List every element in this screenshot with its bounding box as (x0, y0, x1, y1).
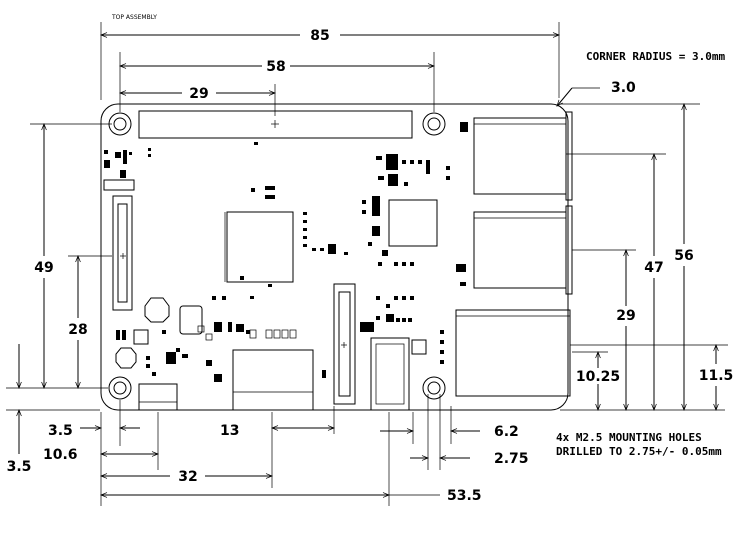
dim-label-corner-radius: 3.0 (611, 80, 636, 96)
dim-label-85: 85 (310, 28, 329, 44)
dim-overall-height: 56 (560, 103, 725, 411)
dim-label-28: 28 (68, 322, 87, 338)
dim-hole-offset-bottom: 3.5 (6, 344, 108, 475)
usb-port-upper (473, 111, 573, 201)
note-mounting-line1: 4x M2.5 MOUNTING HOLES (556, 431, 702, 444)
inductor-upper (144, 297, 170, 323)
inductor-lower (115, 347, 137, 369)
dim-label-47: 47 (644, 260, 663, 276)
dim-label-10-25: 10.25 (576, 369, 620, 385)
dim-label-11-5: 11.5 (699, 368, 734, 384)
dim-label-3-5-left: 3.5 (48, 423, 73, 439)
dim-corner-radius: 3.0 CORNER RADIUS = 3.0mm (556, 50, 725, 107)
usb-port-lower (473, 205, 573, 295)
dim-audio-width: 6.2 (380, 406, 519, 444)
dim-board-hole-height: 49 (30, 123, 112, 389)
dim-dsi-height: 28 (68, 255, 112, 389)
led-row (197, 325, 297, 341)
dim-label-56: 56 (674, 248, 693, 264)
audio-jack-component (411, 339, 427, 355)
usb-power-ic (103, 179, 135, 191)
dim-hole-diameter: 2.75 (410, 394, 529, 470)
note-corner-radius: CORNER RADIUS = 3.0mm (586, 50, 725, 63)
capacitor-block (179, 305, 203, 335)
dsi-connector (112, 195, 133, 311)
dim-audio-center: 53.5 (100, 412, 482, 506)
mounting-hole-top-right (422, 112, 446, 136)
dim-label-29-gpio: 29 (189, 86, 208, 102)
hdmi-connector (232, 349, 314, 411)
dim-audio-height: 10.25 (572, 351, 620, 411)
dim-power-usb: 10.6 (43, 412, 159, 470)
soc-chip (224, 211, 294, 283)
lan-chip (388, 199, 438, 247)
dim-label-10-6: 10.6 (43, 447, 78, 463)
dim-hole-spacing: 58 (119, 52, 435, 112)
dim-label-49: 49 (34, 260, 53, 276)
dim-label-6-2: 6.2 (494, 424, 519, 440)
dim-label-29-usb: 29 (616, 308, 635, 324)
dim-usb-upper: 47 (566, 153, 666, 411)
csi-connector (333, 283, 356, 405)
dim-label-3-5-bottom: 3.5 (7, 459, 32, 475)
small-components (104, 122, 468, 382)
micro-usb-power (138, 383, 178, 411)
dim-label-32: 32 (178, 469, 197, 485)
dim-gpio-center: 29 (119, 84, 276, 116)
dim-label-13: 13 (220, 423, 239, 439)
dim-label-58: 58 (266, 59, 285, 75)
audio-jack (370, 337, 410, 411)
gpio-header (138, 110, 413, 139)
note-mounting-line2: DRILLED TO 2.75+/- 0.05mm (556, 445, 722, 458)
dim-hdmi-center: 32 (100, 469, 273, 485)
mounting-hole-top-left (108, 112, 132, 136)
mounting-hole-bottom-right (422, 376, 446, 400)
dim-overall-width: 85 (100, 22, 560, 100)
dim-ethernet: 11.5 (570, 344, 734, 411)
board-outline (100, 103, 569, 411)
dim-label-53-5: 53.5 (447, 488, 482, 504)
small-block (133, 329, 149, 345)
dim-usb-lower: 29 (572, 249, 636, 411)
drawing-title: TOP ASSEMBLY (111, 14, 157, 21)
dim-label-2-75: 2.75 (494, 451, 529, 467)
ethernet-port (455, 309, 571, 397)
dim-hole-offset-left: 3.5 (48, 400, 140, 506)
mounting-hole-bottom-left (108, 376, 132, 400)
